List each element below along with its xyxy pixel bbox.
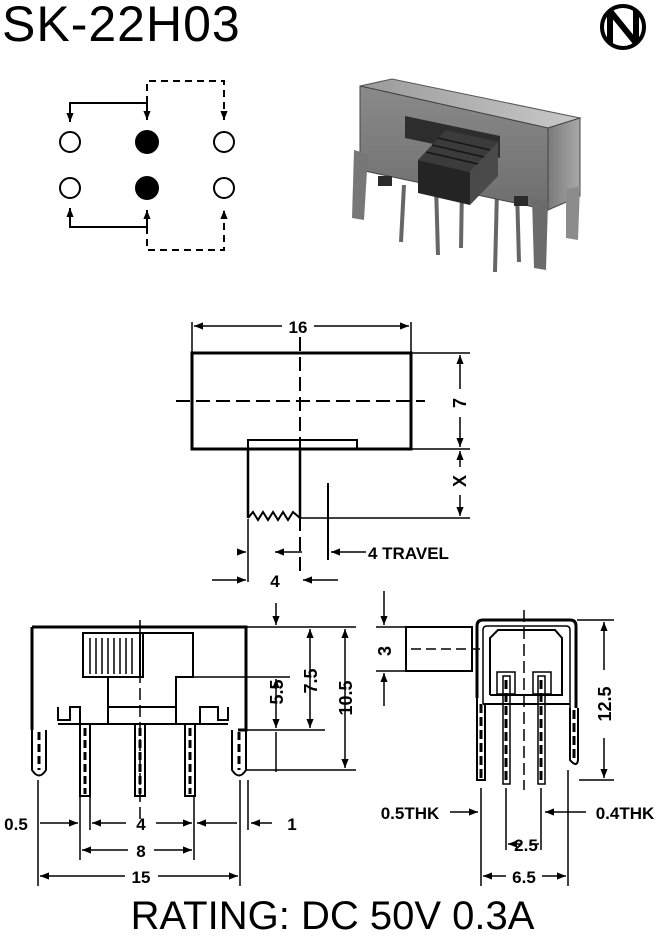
dim-front-pin-pitch: 4 bbox=[136, 815, 146, 834]
dim-side-left-thk: 0.5THK bbox=[381, 804, 440, 823]
dim-front-right-off: 1 bbox=[287, 815, 296, 834]
dim-side-height: 12.5 bbox=[595, 686, 615, 721]
top-view-labels: 16 7 X 4 TRAVEL 4 bbox=[270, 318, 470, 591]
switch-3d-render bbox=[352, 78, 582, 273]
dim-side-pitch: 2.5 bbox=[514, 836, 538, 855]
dim-top-x: X bbox=[450, 475, 470, 487]
dim-side-knob-h: 3 bbox=[375, 646, 395, 656]
dim-side-right-thk: 0.4THK bbox=[596, 804, 655, 823]
dim-front-body-h: 7.5 bbox=[301, 668, 321, 693]
switch-schematic bbox=[59, 80, 235, 251]
dim-side-width: 6.5 bbox=[512, 868, 536, 887]
dim-top-width: 16 bbox=[289, 318, 308, 337]
dim-top-height: 7 bbox=[450, 398, 470, 408]
rating-text: RATING: DC 50V 0.3A bbox=[130, 894, 535, 938]
brand-logo bbox=[600, 4, 646, 50]
side-view bbox=[376, 591, 614, 886]
front-view-labels: 5.5 7.5 10.5 0.5 4 1 8 15 bbox=[4, 668, 356, 887]
front-view bbox=[30, 603, 356, 886]
side-view-labels: 3 12.5 0.5THK 0.4THK 2.5 6.5 bbox=[375, 646, 655, 887]
dim-front-span: 8 bbox=[136, 842, 145, 861]
dim-front-knob-h: 5.5 bbox=[267, 679, 287, 704]
part-number-title: SK-22H03 bbox=[2, 0, 241, 52]
top-view bbox=[176, 322, 470, 584]
dim-front-total-h: 10.5 bbox=[336, 680, 356, 715]
dim-front-left-off: 0.5 bbox=[4, 815, 28, 834]
dim-travel: 4 TRAVEL bbox=[368, 544, 449, 563]
dim-knob-width: 4 bbox=[270, 572, 280, 591]
dim-front-width: 15 bbox=[132, 868, 151, 887]
